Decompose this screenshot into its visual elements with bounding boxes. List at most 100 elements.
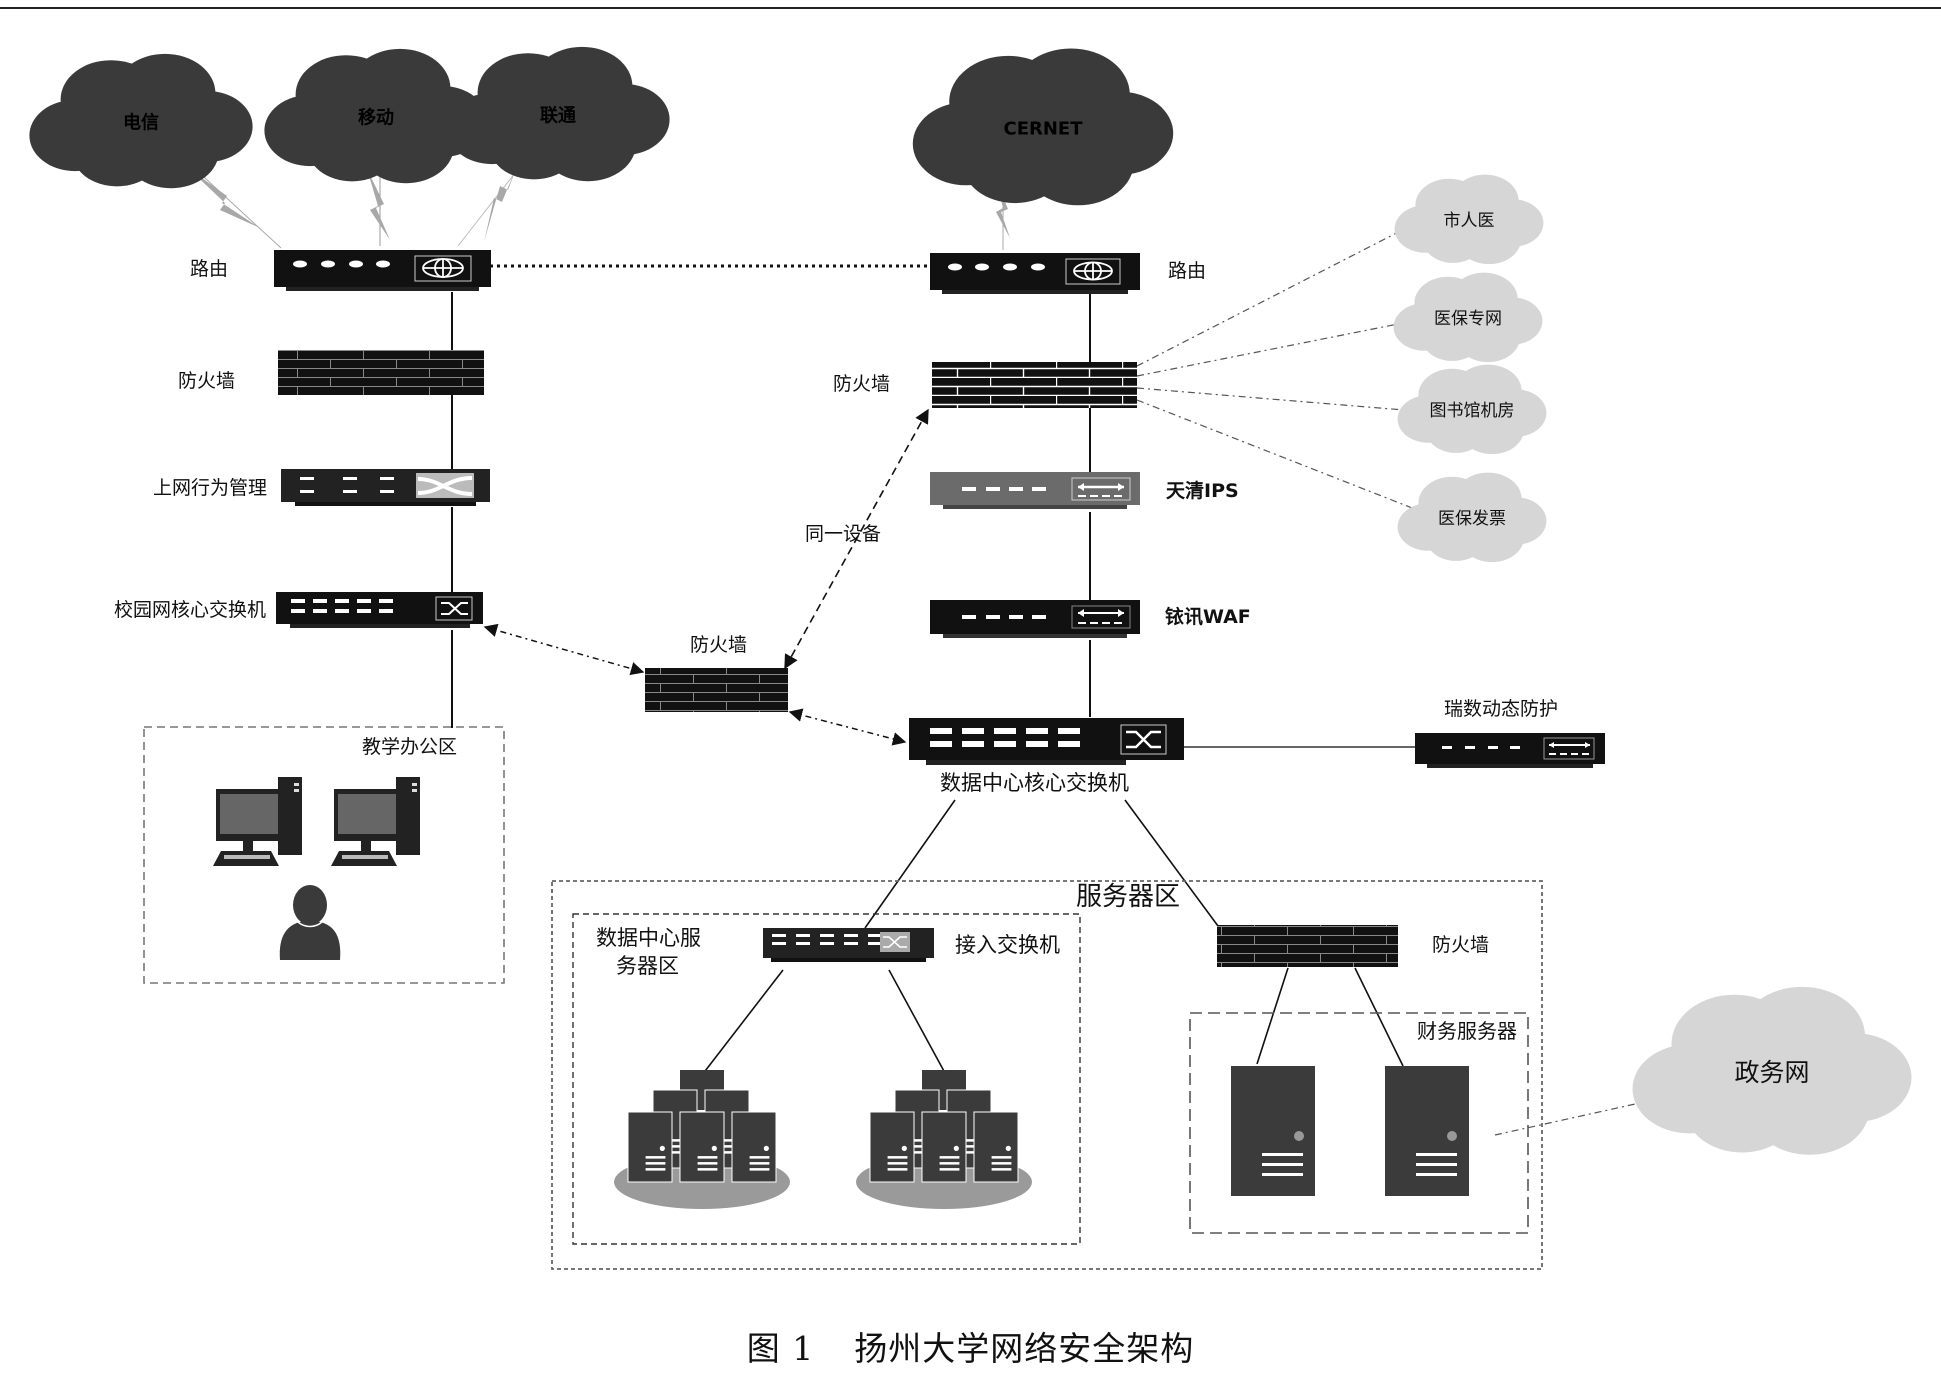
globe-icon xyxy=(422,258,464,278)
cloud-yibao-network: 医保专网 xyxy=(1393,272,1543,363)
switch-arrows-icon xyxy=(441,602,468,615)
port-icon xyxy=(335,609,349,613)
server-zone-firewall-device[interactable] xyxy=(1217,925,1398,967)
link-firewall-shirenyi xyxy=(1136,221,1419,367)
port-icon xyxy=(1058,728,1080,734)
port-icon xyxy=(1058,741,1080,747)
link-access-cluster2 xyxy=(888,969,946,1074)
finance-server-1[interactable] xyxy=(1231,1066,1315,1196)
user-icon xyxy=(279,885,341,960)
dc-zone-label-line1: 数据中心服 xyxy=(596,926,701,950)
port-icon xyxy=(291,599,305,603)
ips-label: 天清IPS xyxy=(1166,480,1239,502)
cloud-library: 图书馆机房 xyxy=(1397,364,1547,455)
right-router-device[interactable] xyxy=(930,253,1140,294)
cloud-shirenyi-label: 市人医 xyxy=(1444,211,1495,231)
port-icon xyxy=(313,609,327,613)
port-icon xyxy=(335,599,349,603)
office-zone-label: 教学办公区 xyxy=(362,736,458,758)
link-fw-finance1 xyxy=(1256,967,1289,1065)
port-icon xyxy=(357,609,371,613)
finance-server-zone-box xyxy=(1189,1012,1529,1234)
left-router-device[interactable] xyxy=(274,250,491,291)
office-computers xyxy=(213,777,420,866)
globe-icon xyxy=(1073,261,1113,281)
port-icon xyxy=(357,599,371,603)
dc-core-switch-device[interactable] xyxy=(909,718,1184,765)
behavior-management-label: 上网行为管理 xyxy=(153,477,268,499)
right-firewall-label: 防火墙 xyxy=(833,373,891,395)
link-same-device xyxy=(784,408,929,670)
cloud-yibao-invoice: 医保发票 xyxy=(1397,472,1547,563)
link-firewall-invoice xyxy=(1136,399,1431,516)
caption-number: 图 1 xyxy=(746,1329,815,1368)
middle-firewall-device[interactable] xyxy=(645,668,788,712)
access-switch-label: 接入交换机 xyxy=(955,933,1060,957)
link-campus-core-mid-firewall xyxy=(483,623,645,676)
ips-device[interactable] xyxy=(930,472,1140,509)
port-icon xyxy=(379,609,393,613)
link-firewall-yibao xyxy=(1136,319,1419,377)
link-fw-finance2 xyxy=(1354,967,1404,1067)
ruishu-device[interactable] xyxy=(1415,733,1605,768)
port-icon xyxy=(379,599,393,603)
switch-arrows-icon xyxy=(1126,730,1161,749)
port-icon xyxy=(930,728,952,734)
right-firewall-device[interactable] xyxy=(932,362,1137,408)
middle-firewall-label: 防火墙 xyxy=(690,634,748,656)
server-cluster-2[interactable] xyxy=(856,1070,1032,1209)
server-cluster-1[interactable] xyxy=(614,1070,790,1209)
port-icon xyxy=(772,934,786,937)
server-firewall-label: 防火墙 xyxy=(1432,934,1490,956)
port-icon xyxy=(868,934,882,937)
waf-device[interactable] xyxy=(930,600,1140,638)
finance-servers-label: 财务服务器 xyxy=(1417,1019,1517,1043)
campus-core-switch-device[interactable] xyxy=(276,592,483,628)
access-switch-device[interactable] xyxy=(763,928,934,962)
caption-title: 扬州大学网络安全架构 xyxy=(854,1329,1195,1368)
port-icon xyxy=(820,934,834,937)
port-icon xyxy=(796,942,810,945)
link-access-cluster1 xyxy=(701,969,784,1076)
port-icon xyxy=(994,741,1016,747)
port-icon xyxy=(313,599,327,603)
port-icon xyxy=(772,942,786,945)
cloud-cernet-label: CERNET xyxy=(1003,118,1083,139)
link-core-server-firewall xyxy=(1124,799,1219,927)
cloud-gov-network-label: 政务网 xyxy=(1734,1058,1809,1087)
server-zone-box xyxy=(551,880,1543,1270)
left-firewall-device[interactable] xyxy=(278,350,484,395)
left-router-label: 路由 xyxy=(190,258,229,280)
figure-caption: 图 1 扬州大学网络安全架构 xyxy=(0,1322,1941,1370)
port-icon xyxy=(994,728,1016,734)
finance-server-2[interactable] xyxy=(1385,1066,1469,1196)
office-zone-box xyxy=(143,726,505,984)
desktop-computer-icon xyxy=(213,777,302,866)
behavior-management-device[interactable] xyxy=(281,469,490,506)
desktop-computer-icon xyxy=(331,777,420,866)
crossover-icon xyxy=(417,476,473,496)
port-icon xyxy=(820,942,834,945)
cloud-shirenyi: 市人医 xyxy=(1394,174,1544,265)
port-icon xyxy=(930,741,952,747)
cloud-unicom-label: 联通 xyxy=(540,105,576,126)
link-mid-firewall-dc-core xyxy=(788,708,907,746)
cloud-cernet: CERNET xyxy=(912,48,1174,206)
cloud-mobile-label: 移动 xyxy=(358,106,394,128)
link-firewall-library xyxy=(1136,387,1429,413)
left-firewall-label: 防火墙 xyxy=(178,370,236,392)
cloud-gov-network: 政务网 xyxy=(1632,986,1912,1155)
port-icon xyxy=(796,934,810,937)
port-icon xyxy=(291,609,305,613)
server-clusters xyxy=(614,1070,1032,1209)
port-icon xyxy=(1026,741,1048,747)
cloud-yibao-invoice-label: 医保发票 xyxy=(1438,509,1506,529)
port-icon xyxy=(868,942,882,945)
cloud-telecom: 电信 xyxy=(29,53,253,189)
port-icon xyxy=(962,741,984,747)
port-icon xyxy=(844,942,858,945)
ruishu-label: 瑞数动态防护 xyxy=(1444,698,1559,720)
port-icon xyxy=(962,728,984,734)
